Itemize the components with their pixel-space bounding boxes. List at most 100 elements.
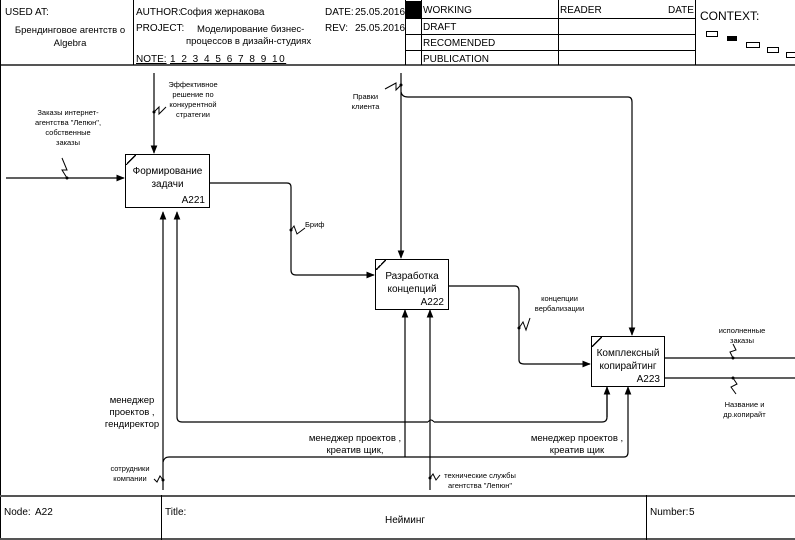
squiggle <box>518 317 531 332</box>
date-label: DATE: <box>325 7 354 18</box>
label-input-orders: Заказы интернет- агентства "Лепюн", собс… <box>28 108 108 148</box>
label-line: агентства "Лепюн", <box>34 118 102 127</box>
label-line: др.копирайт <box>723 410 766 419</box>
label-line: технические службы <box>444 471 516 480</box>
label-mech-manager-creative-1: менеджер проектов , креатив щик, <box>305 433 405 457</box>
activity-title-2: копирайтинг <box>599 361 657 372</box>
context-node-active-icon <box>727 36 737 41</box>
line-hop <box>427 419 435 423</box>
project-value-2: процессов в дизайн-студиях <box>186 36 312 47</box>
arrow-concepts[interactable] <box>449 285 591 368</box>
label-line: проектов , <box>109 407 155 418</box>
activity-title: Разработка <box>385 271 439 282</box>
rev-label: REV: <box>325 23 348 34</box>
node-label: Node: <box>4 507 31 518</box>
used-at-value-2: Algebra <box>53 38 87 49</box>
label-line: сотрудники <box>110 464 150 473</box>
header-divider <box>405 0 406 65</box>
activity-title-2: задачи <box>151 179 184 190</box>
label-line: собственные <box>45 128 91 137</box>
label-mech-staff: сотрудники компании <box>106 464 154 484</box>
activity-code: A222 <box>420 297 444 308</box>
header-left-border <box>0 0 1 540</box>
context-node-icon <box>786 52 795 58</box>
label-line: Название и <box>724 400 765 409</box>
author-label: AUTHOR: <box>136 7 181 18</box>
project-value: Моделирование бизнес- <box>197 24 305 35</box>
author-value: София жернакова <box>180 7 265 18</box>
header-row-line <box>405 34 695 35</box>
label-output-names: Название и др.копирайт <box>717 400 772 420</box>
reader-label: READER <box>560 5 602 16</box>
label-line: креатив щик <box>549 445 605 456</box>
activity-title-2: концепций <box>387 284 437 295</box>
activity-box-a222[interactable]: Разработка концепций A222 <box>375 259 449 310</box>
activity-code: A221 <box>181 195 205 206</box>
reader-date-label: DATE <box>668 5 694 16</box>
label-line: заказы <box>56 138 80 147</box>
activity-box-a223[interactable]: Комплексный копирайтинг A223 <box>591 336 665 387</box>
diagram-title: Нейминг <box>385 515 425 526</box>
header-divider <box>421 0 422 65</box>
status-recomended[interactable]: RECOMENDED <box>423 38 496 49</box>
header-frame <box>0 0 795 66</box>
number-value: 5 <box>689 507 695 518</box>
activity-code: A223 <box>636 374 660 385</box>
squiggle <box>429 473 441 481</box>
activity-title: Формирование <box>132 166 203 177</box>
label-line: Эффективное <box>168 80 218 89</box>
squiggle <box>153 105 167 116</box>
label-line: исполненные <box>718 326 766 335</box>
label-mech-manager-creative-2: менеджер проектов , креатив щик <box>527 433 627 457</box>
squiggle <box>730 377 738 395</box>
label-control-client: Правки клиента <box>343 92 388 112</box>
project-label: PROJECT: <box>136 23 185 34</box>
arrow-mech-staff-branch[interactable] <box>162 386 632 463</box>
header-divider <box>133 0 134 65</box>
header-row-line <box>405 50 695 51</box>
label-line: креатив щик, <box>326 445 384 456</box>
status-publication[interactable]: PUBLICATION <box>423 54 489 65</box>
label-control-strategy: Эффективное решение по конкурентной стра… <box>163 80 223 120</box>
label-line: заказы <box>730 336 754 345</box>
header-divider <box>695 0 696 65</box>
node-value: A22 <box>35 507 53 518</box>
label-mech-tech: технические службы агентства "Лепюн" <box>440 471 520 491</box>
label-line: Заказы интернет- <box>37 108 99 117</box>
header-divider <box>558 0 559 65</box>
label-brief: Бриф <box>305 220 325 229</box>
label-mech-manager-ceo: менеджер проектов , гендиректор <box>102 395 162 431</box>
label-line: конкурентной <box>169 100 217 109</box>
arrow-control-client-branch[interactable] <box>400 91 636 336</box>
footer-divider <box>646 495 647 540</box>
label-line: решение по <box>172 90 214 99</box>
number-label: Number: <box>650 507 689 518</box>
context-node-icon <box>706 31 718 37</box>
status-working[interactable]: WORKING <box>423 5 472 16</box>
box-corner-mark <box>376 260 386 270</box>
label-concepts: концепции вербализации <box>532 294 587 314</box>
squiggle <box>153 475 164 483</box>
squiggle <box>61 157 68 179</box>
label-line: вербализации <box>534 304 585 313</box>
status-draft[interactable]: DRAFT <box>423 22 457 33</box>
label-output-done: исполненные заказы <box>712 326 772 346</box>
context-node-icon <box>746 42 760 48</box>
activity-title: Комплексный <box>596 348 660 359</box>
rev-value: 25.05.2016 <box>355 23 406 34</box>
arrow-mech-manager-ceo[interactable] <box>177 212 608 423</box>
footer-divider <box>161 495 162 540</box>
context-label: CONTEXT: <box>700 9 760 23</box>
used-at-value: Брендинговое агентств о <box>14 25 126 36</box>
date-value: 25.05.2016 <box>355 7 406 18</box>
label-line: агентства "Лепюн" <box>448 481 512 490</box>
label-line: менеджер проектов , <box>308 433 402 444</box>
label-line: концепции <box>541 294 578 303</box>
squiggle <box>729 343 737 359</box>
header-row-line <box>405 18 695 19</box>
box-corner-mark <box>592 337 602 347</box>
label-line: компании <box>113 474 147 483</box>
activity-box-a221[interactable]: Формирование задачи A221 <box>125 154 210 208</box>
note-numbers: 1 2 3 4 5 6 7 8 9 10 <box>170 54 287 65</box>
